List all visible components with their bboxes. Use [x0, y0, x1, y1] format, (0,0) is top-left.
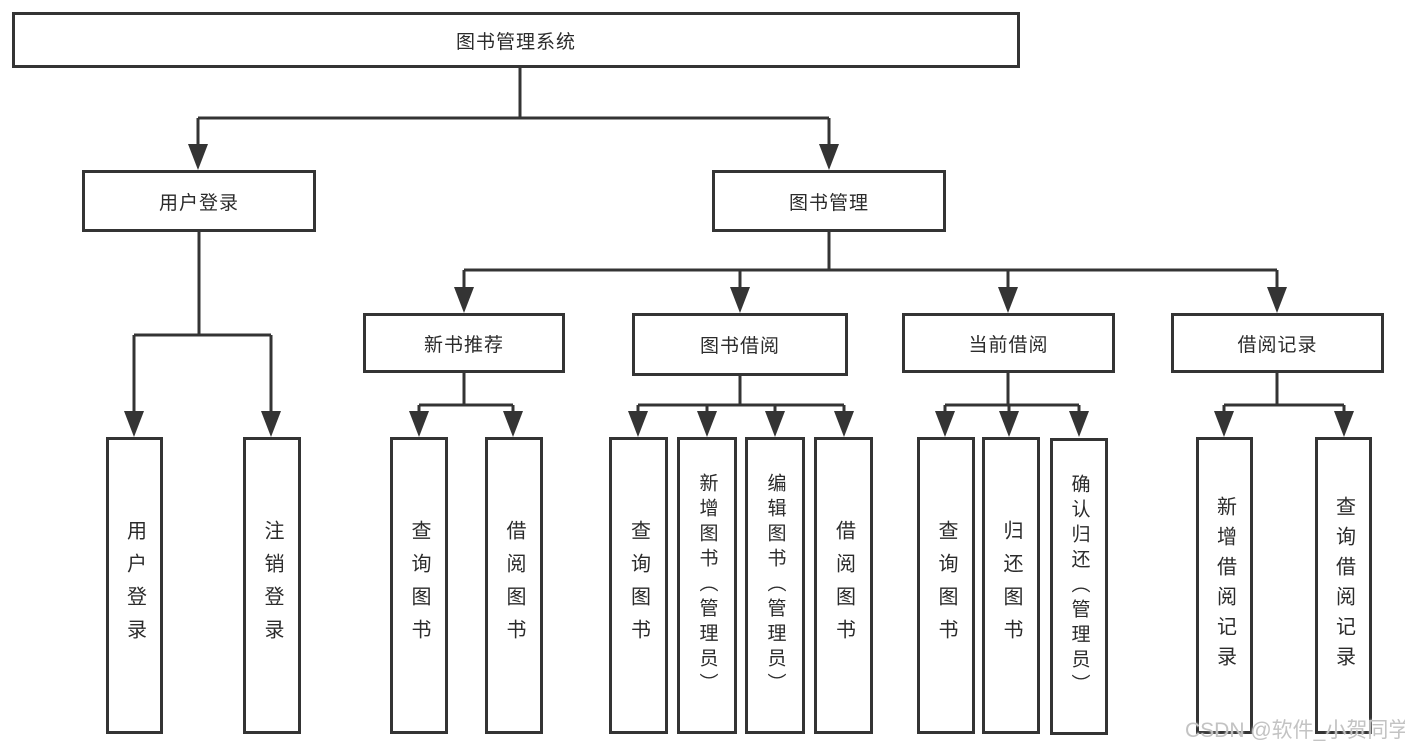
node-label: 借阅图书	[832, 519, 855, 652]
node-label: 借阅记录	[1237, 334, 1318, 356]
node-label: 图书借阅	[699, 336, 780, 357]
node-new-book-recommend: 新书推荐	[363, 313, 565, 373]
node-label: 查询借阅记录	[1332, 495, 1355, 676]
node-borrow-records: 借阅记录	[1171, 313, 1384, 373]
leaf-add-book-admin: 新增图书（管理员）	[677, 437, 737, 734]
leaf-return-books: 归还图书	[982, 437, 1040, 734]
leaf-borrow-books-borrow: 借阅图书	[814, 437, 873, 734]
connector-root-to-level2	[196, 68, 831, 146]
connector-records-children	[1222, 373, 1346, 413]
node-user-login: 用户登录	[82, 170, 316, 232]
node-label: 新增借阅记录	[1213, 495, 1236, 676]
node-label: 编辑图书（管理员）	[764, 473, 786, 698]
node-label: 图书管理	[788, 192, 869, 214]
leaf-query-borrow-record: 查询借阅记录	[1315, 437, 1372, 734]
node-label: 借阅图书	[503, 519, 525, 652]
connector-user-login-children	[132, 232, 273, 413]
connector-book-management-to-level3	[462, 232, 1279, 289]
node-book-borrow: 图书借阅	[632, 313, 848, 376]
node-label: 新增图书（管理员）	[696, 473, 718, 698]
connector-borrow-children	[636, 373, 846, 413]
node-label: 当前借阅	[968, 334, 1049, 356]
leaf-query-books-borrow: 查询图书	[609, 437, 668, 734]
node-label: 查询图书	[627, 519, 650, 652]
node-label: 用户登录	[158, 192, 239, 214]
leaf-query-books-current: 查询图书	[917, 437, 975, 734]
node-label: 确认归还（管理员）	[1068, 474, 1090, 699]
csdn-watermark: CSDN @软件_小贺同学	[1185, 719, 1405, 742]
node-book-management: 图书管理	[712, 170, 946, 232]
node-label: 归还图书	[1000, 519, 1022, 652]
connector-recommend-children	[417, 373, 515, 413]
leaf-query-books-recommend: 查询图书	[390, 437, 448, 734]
connector-current-children	[943, 373, 1081, 413]
node-label: 新书推荐	[423, 334, 504, 356]
arrowheads	[124, 144, 1354, 437]
node-current-borrow: 当前借阅	[902, 313, 1115, 373]
node-label: 图书管理系统	[455, 31, 576, 53]
leaf-user-login: 用户登录	[106, 437, 163, 734]
leaf-borrow-books-recommend: 借阅图书	[485, 437, 543, 734]
leaf-add-borrow-record: 新增借阅记录	[1196, 437, 1253, 734]
leaf-edit-book-admin: 编辑图书（管理员）	[745, 437, 805, 734]
node-label: 注销登录	[261, 519, 283, 652]
node-root-library-system: 图书管理系统	[12, 12, 1020, 68]
node-label: 用户登录	[123, 519, 146, 652]
leaf-confirm-return-admin: 确认归还（管理员）	[1050, 438, 1108, 735]
node-label: 查询图书	[408, 519, 430, 652]
leaf-logout: 注销登录	[243, 437, 301, 734]
node-label: 查询图书	[935, 519, 957, 652]
